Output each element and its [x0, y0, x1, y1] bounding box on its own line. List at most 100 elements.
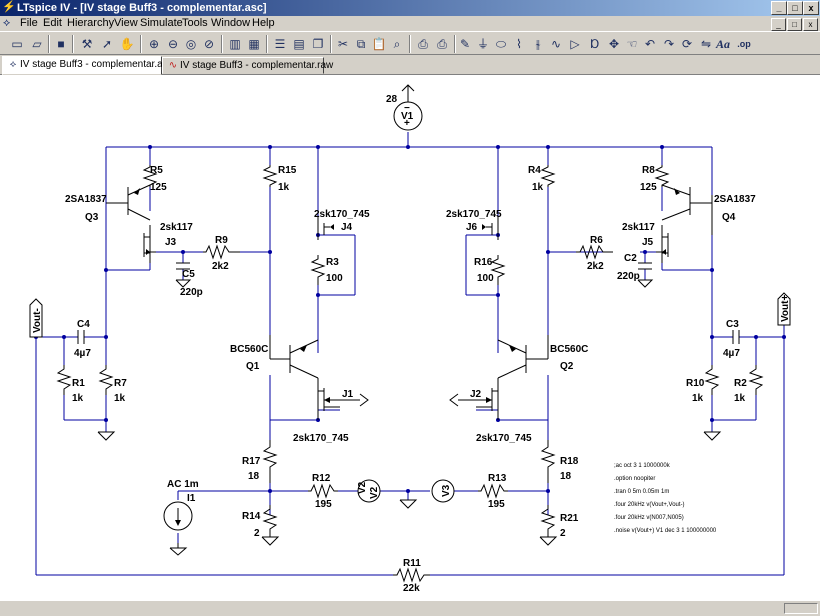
tab-schematic-label: IV stage Buff3 - complementar.asc [20, 59, 173, 70]
zoom-cancel-icon[interactable]: ⊘ [203, 37, 215, 51]
transistor-q3[interactable]: 2SA1837 Q3 [65, 184, 151, 223]
resistor-r13[interactable]: R13 195 [478, 473, 508, 510]
cascade-icon[interactable]: ❐ [312, 37, 324, 51]
toolbar-separator [330, 35, 332, 53]
maximize-button[interactable]: □ [787, 1, 803, 15]
source-v2[interactable]: V2 V2 [357, 479, 381, 503]
new-schematic-icon[interactable]: ▭ [11, 37, 23, 51]
resistor-r4[interactable]: R4 1k [528, 165, 556, 193]
label-icon[interactable]: ⬭ [495, 37, 507, 51]
jfet-j2[interactable]: J2 2sk170_745 [449, 378, 532, 444]
jfet-j1[interactable]: J1 2sk170_745 [293, 378, 369, 444]
redo-icon[interactable]: ↷ [663, 37, 675, 51]
doc-minimize-button[interactable]: _ [771, 18, 786, 31]
resistor-r9[interactable]: R9 2k2 [203, 235, 240, 272]
menu-view[interactable]: View [114, 17, 138, 29]
pencil-icon[interactable]: ✎ [459, 37, 471, 51]
resistor-r21[interactable]: R21 2 [539, 505, 579, 546]
jfet-j3[interactable]: 2sk117 J3 [143, 222, 193, 263]
open-icon[interactable]: ▱ [32, 37, 42, 51]
menu-edit[interactable]: Edit [43, 17, 62, 29]
jfet-j6[interactable]: 2sk170_745 J6 [446, 209, 502, 240]
jfet-j4[interactable]: 2sk170_745 J4 [314, 209, 370, 240]
zoom-out-icon[interactable]: ⊖ [167, 37, 179, 51]
cut-icon[interactable]: ✂ [337, 37, 349, 51]
spice-directives[interactable]: ;ac oct 3 1 1000000k .option noopiter .t… [614, 463, 717, 534]
current-source-i1[interactable]: AC 1m I1 [163, 479, 199, 556]
menu-help[interactable]: Help [252, 17, 275, 29]
menu-hierarchy[interactable]: Hierarchy [67, 17, 115, 29]
tab-schematic[interactable]: ⟡IV stage Buff3 - complementar.asc [2, 56, 173, 75]
resistor-r1[interactable]: R1 1k [56, 365, 85, 404]
copy-icon[interactable]: ⧉ [356, 37, 366, 51]
inductor-icon[interactable]: ∿ [550, 37, 562, 51]
resistor-r15[interactable]: R15 1k [262, 165, 297, 193]
component-icon[interactable]: Ɒ [590, 37, 600, 51]
resistor-r3[interactable]: R3 100 [310, 255, 343, 285]
resistor-r8[interactable]: R8 125 [640, 165, 670, 193]
halt-icon[interactable]: ✋ [119, 37, 135, 51]
drag-icon[interactable]: ☜ [626, 37, 638, 51]
move-icon[interactable]: ✥ [608, 37, 620, 51]
r21-value: 2 [560, 528, 566, 539]
capacitor-icon[interactable]: ⫳ [535, 37, 541, 51]
net-label-vout-plus[interactable]: Vout+ [777, 292, 791, 326]
run-icon[interactable]: ➚ [101, 37, 113, 51]
resistor-r18[interactable]: R18 18 [540, 440, 579, 483]
svg-text:−: − [404, 103, 410, 114]
mirror-icon[interactable]: ⇋ [700, 37, 712, 51]
doc-restore-button[interactable]: □ [787, 18, 802, 31]
print-icon[interactable]: ⎙ [437, 37, 447, 51]
menu-file[interactable]: File [20, 17, 38, 29]
capacitor-c3[interactable]: C3 4µ7 [723, 319, 740, 359]
paste-icon[interactable]: 📋 [371, 37, 387, 51]
transistor-q1[interactable]: BC560C Q1 [230, 335, 319, 379]
resistor-r6[interactable]: R6 2k2 [576, 235, 613, 272]
resistor-r5[interactable]: R5 125 [142, 165, 167, 193]
rotate-icon[interactable]: ⟳ [681, 37, 693, 51]
diode-icon[interactable]: ▷ [570, 37, 580, 51]
jfet-j5[interactable]: 2sk117 J5 [622, 222, 669, 263]
spice-directive-line: .four 20kHz v(Vout+,Vout-) [614, 502, 685, 508]
capacitor-c2[interactable]: C2 220p [617, 253, 654, 288]
resistor-r14[interactable]: R14 2 [242, 505, 280, 546]
resistor-icon[interactable]: ⌇ [516, 37, 522, 51]
transistor-q4[interactable]: 2SA1837 Q4 [661, 184, 756, 235]
tab-waveform[interactable]: ∿IV stage Buff3 - complementar.raw [162, 57, 333, 74]
schematic-icon[interactable]: ⟡ [3, 17, 11, 29]
source-v3[interactable]: V3 [431, 479, 455, 503]
find-icon[interactable]: ⌕ [393, 37, 401, 51]
resistor-r12[interactable]: R12 195 [308, 473, 338, 510]
zoom-in-icon[interactable]: ⊕ [148, 37, 160, 51]
autorange-icon[interactable]: ▥ [229, 37, 241, 51]
undo-icon[interactable]: ↶ [644, 37, 656, 51]
spice-directive-icon[interactable]: .op [737, 39, 751, 49]
menu-simulate[interactable]: Simulate [140, 17, 183, 29]
transistor-q2[interactable]: BC560C Q2 [497, 335, 588, 379]
print-setup-icon[interactable]: ⎙ [418, 37, 428, 51]
control-panel-icon[interactable]: ⚒ [81, 37, 93, 51]
ground-icon[interactable]: ⏚ [476, 37, 489, 51]
tile-vertical-icon[interactable]: ▤ [293, 37, 305, 51]
net-label-vout-minus[interactable]: Vout- [29, 298, 43, 338]
zoom-fit-icon[interactable]: ◎ [185, 37, 197, 51]
close-button[interactable]: x [803, 1, 819, 15]
resistor-r17[interactable]: R17 18 [242, 440, 278, 483]
supply-v1[interactable]: − + 28 V1 [386, 84, 423, 131]
doc-close-button[interactable]: x [803, 18, 818, 31]
resistor-r7[interactable]: R7 1k [97, 365, 127, 441]
grid-icon[interactable]: ▦ [248, 37, 260, 51]
text-icon[interactable]: Aa [715, 37, 730, 51]
resistor-r11[interactable]: R11 22k [393, 558, 430, 594]
save-icon[interactable]: ■ [57, 37, 65, 51]
tile-horizontal-icon[interactable]: ☰ [274, 37, 286, 51]
capacitor-c4[interactable]: C4 4µ7 [74, 319, 91, 359]
schematic-canvas[interactable]: − + 28 V1 2SA1837 Q3 R5 125 2sk117 J3 C5… [0, 75, 820, 600]
resistor-r16[interactable]: R16 100 [474, 255, 506, 285]
minimize-button[interactable]: _ [771, 1, 787, 15]
resistor-r2[interactable]: R2 1k [734, 365, 764, 404]
menu-window[interactable]: Window [211, 17, 251, 29]
menu-tools[interactable]: Tools [182, 17, 208, 29]
resistor-r10[interactable]: R10 1k [686, 365, 722, 441]
capacitor-c5[interactable]: C5 220p [175, 262, 203, 298]
